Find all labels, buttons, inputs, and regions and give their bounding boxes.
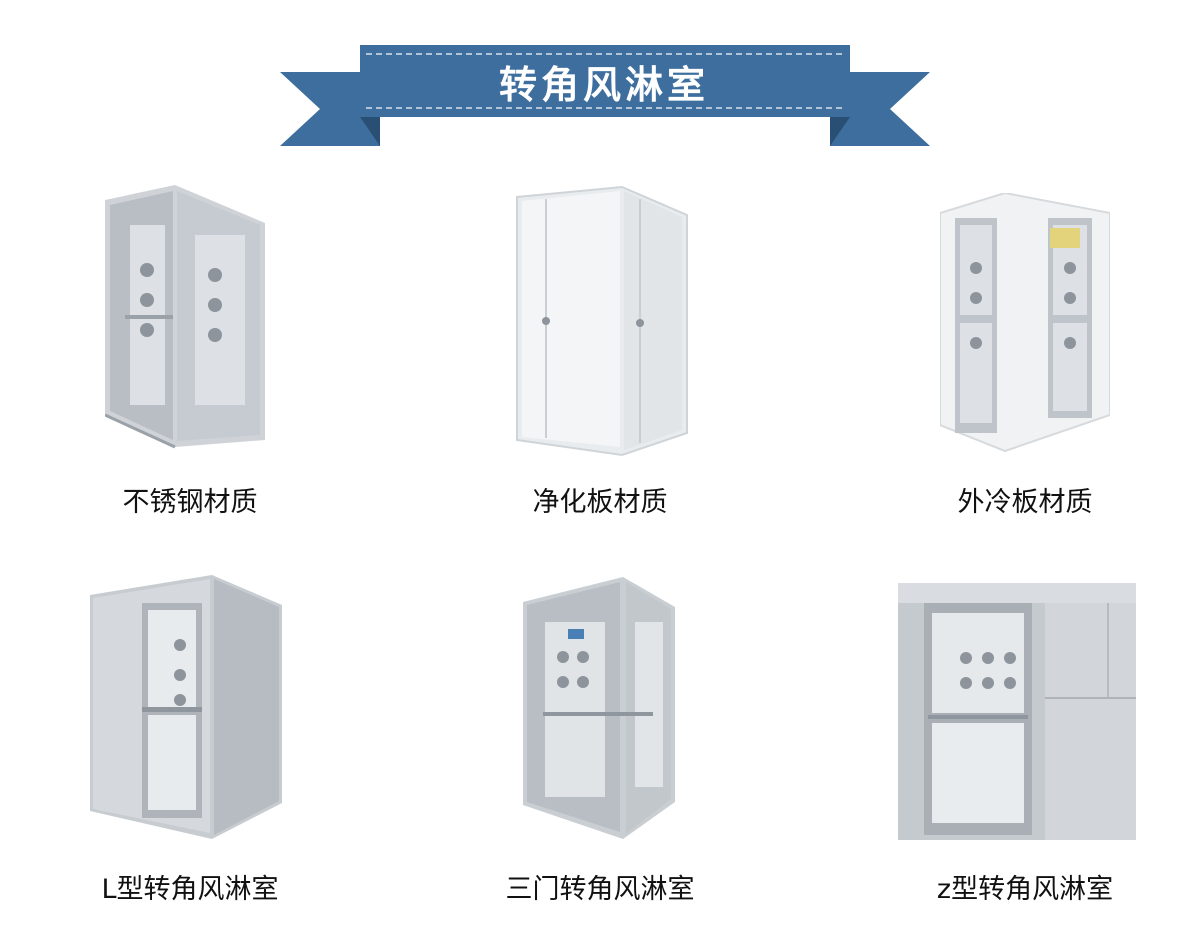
product-image-clean-panel [512,185,692,457]
caption-stainless: 不锈钢材质 [122,487,258,518]
caption-three-door: 三门转角风淋室 [505,874,695,905]
page-title: 转角风淋室 [498,62,709,107]
ribbon-graphic [280,45,930,146]
product-image-cold-plate [940,193,1110,455]
product-image-z-type [898,583,1136,840]
caption-z-type: z型转角风淋室 [936,874,1114,905]
product-image-l-type [90,575,282,843]
title-banner [280,40,930,150]
caption-clean-panel: 净化板材质 [532,487,668,518]
caption-cold-plate: 外冷板材质 [957,487,1093,518]
caption-l-type: L型转角风淋室 [101,874,279,905]
product-image-three-door [523,577,675,842]
product-image-stainless [105,185,265,450]
